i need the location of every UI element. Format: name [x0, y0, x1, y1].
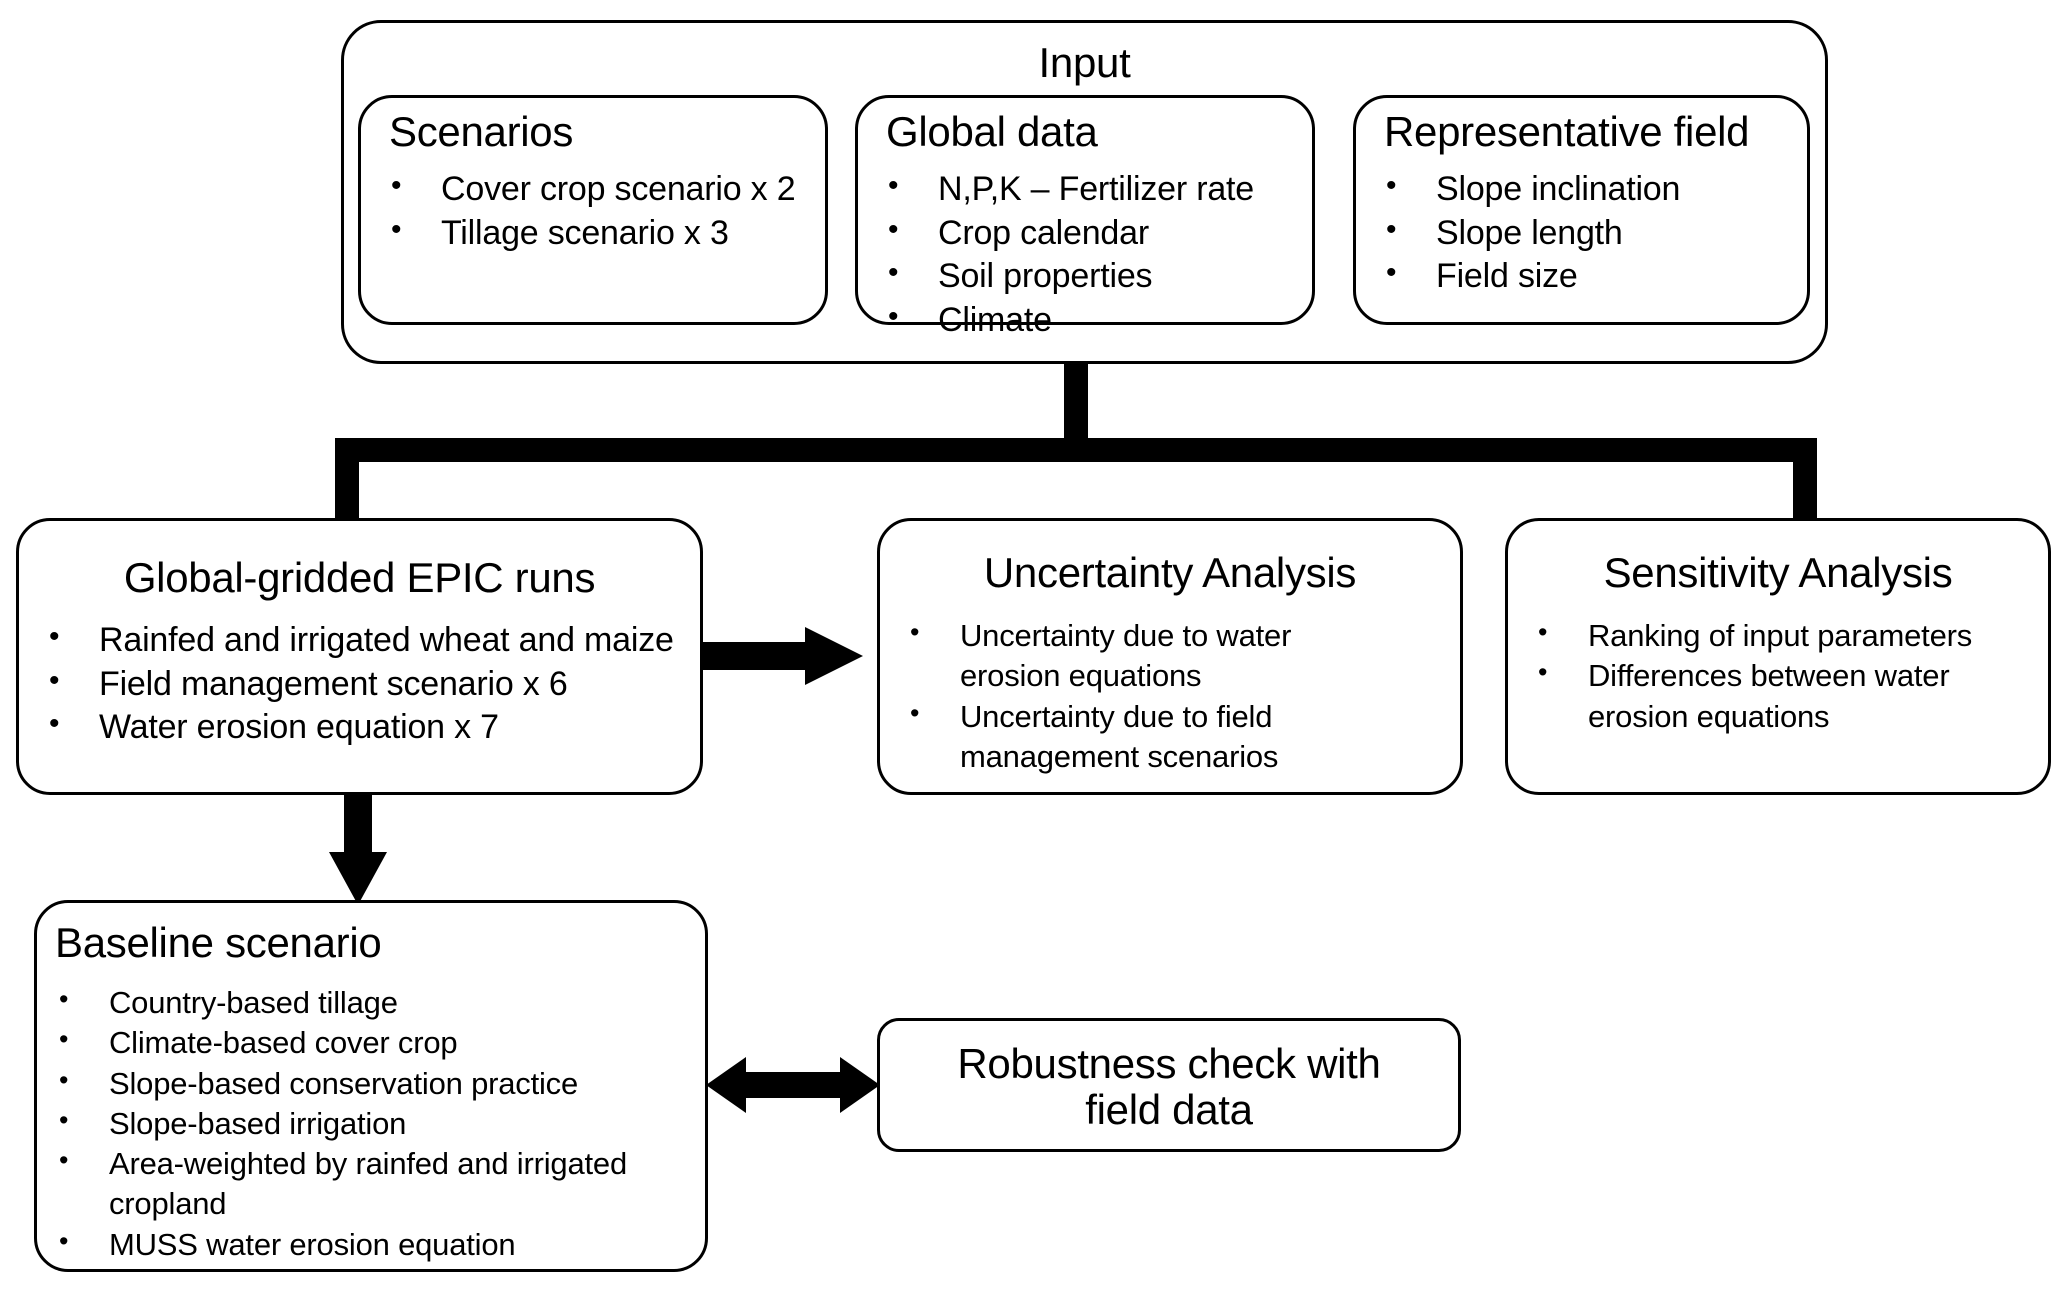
global-data-title: Global data — [886, 108, 1098, 155]
baseline-scenario-box: Baseline scenario Country-based tillage … — [34, 900, 708, 1272]
list-item: Crop calendar — [880, 211, 1310, 256]
epic-runs-list: Rainfed and irrigated wheat and maize Fi… — [41, 618, 691, 750]
representative-field-list: Slope inclination Slope length Field siz… — [1378, 167, 1806, 299]
list-item: Ranking of input parameters — [1530, 615, 1985, 656]
epic-to-uncertainty-shaft — [703, 642, 813, 670]
list-item: Soil properties — [880, 254, 1310, 299]
branch-bus — [335, 438, 1817, 462]
epic-runs-to-uncertainty — [805, 627, 863, 685]
list-item: Slope inclination — [1378, 167, 1806, 212]
scenarios-title: Scenarios — [389, 108, 574, 155]
input-title: Input — [1038, 39, 1131, 86]
global-data-box: Global data N,P,K – Fertilizer rate Crop… — [855, 95, 1315, 339]
global-data-list: N,P,K – Fertilizer rate Crop calendar So… — [880, 167, 1310, 343]
baseline-robustness-shaft — [738, 1072, 848, 1098]
sensitivity-analysis-box: Sensitivity Analysis Ranking of input pa… — [1505, 518, 2051, 795]
scenarios-list: Cover crop scenario x 2 Tillage scenario… — [383, 167, 821, 256]
list-item: Field size — [1378, 254, 1806, 299]
sensitivity-analysis-list: Ranking of input parameters Differences … — [1530, 615, 1985, 737]
epic-runs-box: Global-gridded EPIC runs Rainfed and irr… — [16, 518, 703, 795]
list-item: Country-based tillage — [51, 982, 631, 1023]
epic-runs-title: Global-gridded EPIC runs — [123, 554, 596, 601]
baseline-scenario-list: Country-based tillage Climate-based cove… — [51, 982, 631, 1265]
baseline-to-robustness-head-right — [840, 1057, 880, 1113]
representative-field-box: Representative field Slope inclination S… — [1353, 95, 1810, 325]
robustness-check-title: Robustness check with field data — [957, 1040, 1381, 1134]
list-item: Uncertainty due to field management scen… — [902, 696, 1332, 778]
uncertainty-analysis-box: Uncertainty Analysis Uncertainty due to … — [877, 518, 1463, 795]
list-item: Area-weighted by rainfed and irrigated c… — [51, 1143, 631, 1225]
list-item: Climate — [880, 298, 1310, 343]
list-item: Cover crop scenario x 2 — [383, 167, 821, 212]
list-item: Field management scenario x 6 — [41, 662, 691, 707]
uncertainty-analysis-title: Uncertainty Analysis — [983, 549, 1357, 596]
uncertainty-analysis-list: Uncertainty due to water erosion equatio… — [902, 615, 1332, 778]
list-item: Rainfed and irrigated wheat and maize — [41, 618, 691, 663]
list-item: Slope-based irrigation — [51, 1103, 631, 1144]
list-item: MUSS water erosion equation — [51, 1224, 631, 1265]
list-item: Climate-based cover crop — [51, 1022, 631, 1063]
baseline-to-robustness-head-left — [706, 1057, 746, 1113]
baseline-scenario-title: Baseline scenario — [55, 919, 382, 966]
representative-field-title: Representative field — [1384, 108, 1750, 155]
robustness-check-box: Robustness check with field data — [877, 1018, 1461, 1152]
scenarios-box: Scenarios Cover crop scenario x 2 Tillag… — [358, 95, 828, 325]
list-item: Slope length — [1378, 211, 1806, 256]
epic-to-baseline-shaft — [344, 790, 372, 862]
list-item: Slope-based conservation practice — [51, 1063, 631, 1104]
list-item: Uncertainty due to water erosion equatio… — [902, 615, 1332, 697]
list-item: N,P,K – Fertilizer rate — [880, 167, 1310, 212]
list-item: Water erosion equation x 7 — [41, 705, 691, 750]
input-to-branch-trunk — [1064, 360, 1088, 448]
list-item: Differences between water erosion equati… — [1530, 655, 1985, 737]
sensitivity-analysis-title: Sensitivity Analysis — [1603, 549, 1953, 596]
list-item: Tillage scenario x 3 — [383, 211, 821, 256]
epic-runs-to-baseline — [329, 852, 387, 905]
